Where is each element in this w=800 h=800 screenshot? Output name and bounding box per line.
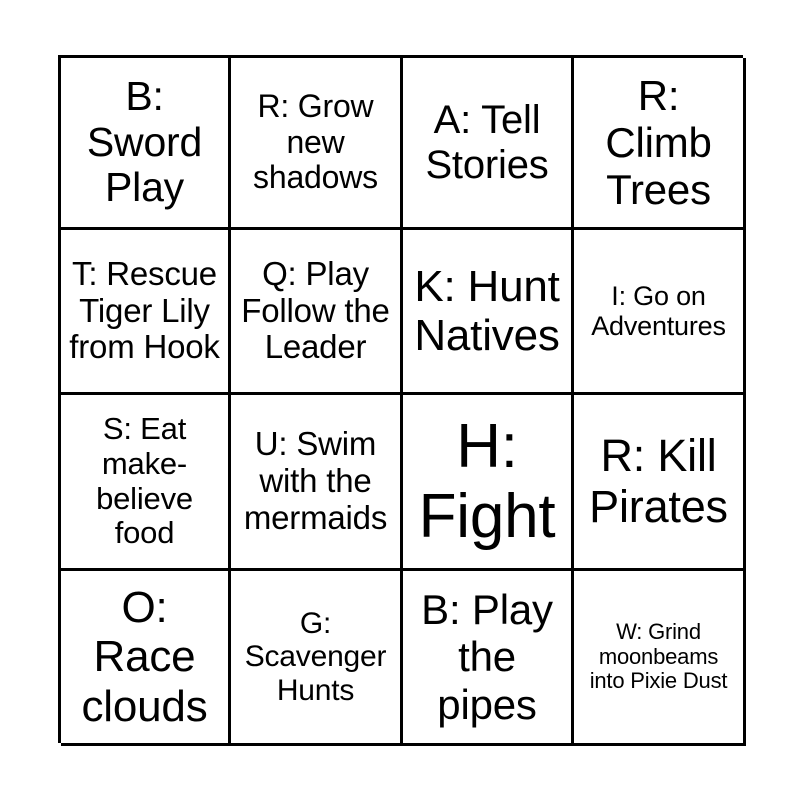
bingo-cell-label: Q: Play Follow the Leader: [241, 254, 390, 366]
bingo-card-grid: B: Sword Play R: Grow new shadows A: Tel…: [58, 55, 746, 746]
bingo-cell-label: W: Grind moonbeams into Pixie Dust: [589, 619, 728, 694]
bingo-cell-r4c4[interactable]: W: Grind moonbeams into Pixie Dust: [574, 571, 746, 746]
bingo-cell-label: G: Scavenger Hunts: [244, 606, 387, 707]
bingo-cell-r1c2[interactable]: R: Grow new shadows: [231, 58, 403, 230]
bingo-cell-r3c3[interactable]: H: Fight: [403, 395, 574, 571]
bingo-cell-label: K: Hunt Natives: [414, 261, 560, 360]
bingo-cell-label: H: Fight: [418, 412, 556, 551]
bingo-cell-label: R: Grow new shadows: [253, 87, 378, 196]
bingo-cell-r4c2[interactable]: G: Scavenger Hunts: [231, 571, 403, 746]
bingo-cell-r2c1[interactable]: T: Rescue Tiger Lily from Hook: [61, 230, 231, 395]
bingo-cell-r3c2[interactable]: U: Swim with the mermaids: [231, 395, 403, 571]
bingo-cell-label: R: Kill Pirates: [589, 430, 728, 532]
bingo-cell-r1c3[interactable]: A: Tell Stories: [403, 58, 574, 230]
bingo-cell-r2c2[interactable]: Q: Play Follow the Leader: [231, 230, 403, 395]
bingo-cell-r3c4[interactable]: R: Kill Pirates: [574, 395, 746, 571]
bingo-cell-label: B: Sword Play: [86, 72, 203, 211]
bingo-cell-r4c3[interactable]: B: Play the pipes: [403, 571, 574, 746]
bingo-cell-r1c1[interactable]: B: Sword Play: [61, 58, 231, 230]
bingo-cell-r2c3[interactable]: K: Hunt Natives: [403, 230, 574, 395]
bingo-cell-label: T: Rescue Tiger Lily from Hook: [69, 254, 220, 366]
bingo-cell-label: I: Go on Adventures: [591, 280, 726, 341]
bingo-cell-label: A: Tell Stories: [425, 97, 549, 187]
bingo-cell-label: U: Swim with the mermaids: [243, 425, 388, 536]
bingo-cell-r2c4[interactable]: I: Go on Adventures: [574, 230, 746, 395]
bingo-cell-label: O: Race clouds: [81, 583, 208, 731]
bingo-cell-r3c1[interactable]: S: Eat make-believe food: [61, 395, 231, 571]
bingo-cell-r4c1[interactable]: O: Race clouds: [61, 571, 231, 746]
bingo-cell-label: R: Climb Trees: [605, 71, 712, 214]
bingo-cell-label: S: Eat make-believe food: [96, 411, 193, 551]
bingo-cell-r1c4[interactable]: R: Climb Trees: [574, 58, 746, 230]
bingo-cell-label: B: Play the pipes: [421, 586, 553, 728]
